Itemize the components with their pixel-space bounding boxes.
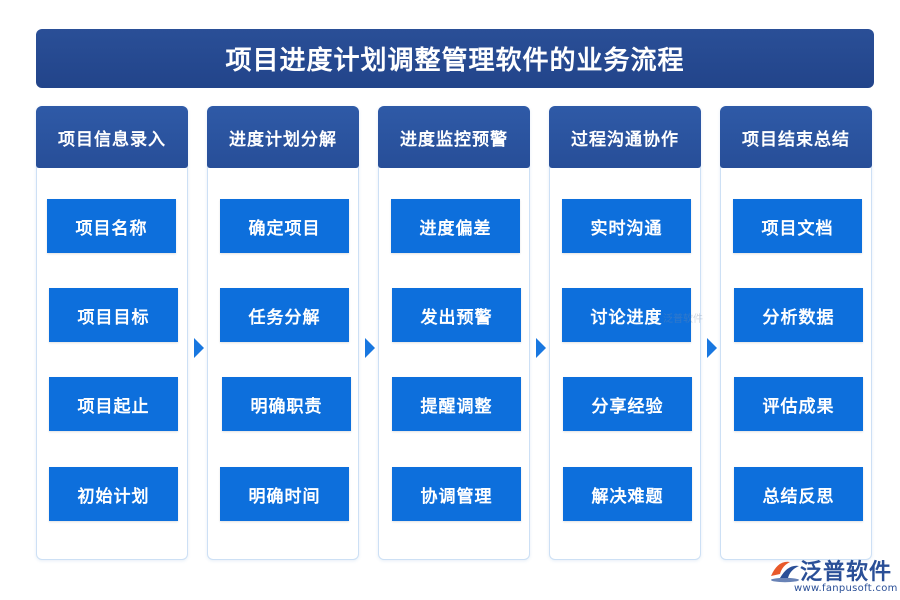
stage-2-step-2: 任务分解 bbox=[220, 288, 349, 342]
fanpu-logo-icon bbox=[771, 561, 799, 583]
stage-1-step-4: 初始计划 bbox=[49, 467, 178, 521]
stage-header-2: 进度计划分解 bbox=[207, 106, 359, 168]
stage-1-step-2: 项目目标 bbox=[49, 288, 178, 342]
flow-arrow-icon bbox=[194, 338, 204, 358]
diagram-title: 项目进度计划调整管理软件的业务流程 bbox=[36, 29, 874, 88]
stage-header-4: 过程沟通协作 bbox=[549, 106, 701, 168]
stage-column-4: 过程沟通协作 实时沟通 讨论进度 分享经验 解决难题 bbox=[549, 106, 701, 560]
stage-2-step-3: 明确职责 bbox=[222, 377, 351, 431]
stage-header-3: 进度监控预警 bbox=[378, 106, 530, 168]
logo-url: www.fanpusoft.com bbox=[794, 583, 898, 594]
brand-logo: 泛普软件 www.fanpusoft.com bbox=[768, 552, 897, 598]
stage-5-step-1: 项目文档 bbox=[733, 199, 862, 253]
watermark: 泛普软件 bbox=[663, 314, 703, 325]
stage-3-step-4: 协调管理 bbox=[392, 467, 521, 521]
flow-arrow-icon bbox=[365, 338, 375, 358]
stage-3-step-2: 发出预警 bbox=[392, 288, 521, 342]
stage-column-2: 进度计划分解 确定项目 任务分解 明确职责 明确时间 bbox=[207, 106, 359, 560]
flow-arrow-icon bbox=[707, 338, 717, 358]
stage-1-step-1: 项目名称 bbox=[47, 199, 176, 253]
stage-2-step-1: 确定项目 bbox=[220, 199, 349, 253]
stage-5-step-4: 总结反思 bbox=[734, 467, 863, 521]
stage-5-step-3: 评估成果 bbox=[734, 377, 863, 431]
logo-name: 泛普软件 bbox=[800, 560, 893, 585]
flow-arrow-icon bbox=[536, 338, 546, 358]
stage-4-step-2: 讨论进度 bbox=[562, 288, 691, 342]
stage-4-step-1: 实时沟通 bbox=[562, 199, 691, 253]
stage-column-5: 项目结束总结 项目文档 分析数据 评估成果 总结反思 bbox=[720, 106, 872, 560]
stage-1-step-3: 项目起止 bbox=[49, 377, 178, 431]
stage-column-1: 项目信息录入 项目名称 项目目标 项目起止 初始计划 bbox=[36, 106, 188, 560]
stage-4-step-3: 分享经验 bbox=[563, 377, 692, 431]
stage-3-step-3: 提醒调整 bbox=[392, 377, 521, 431]
stage-5-step-2: 分析数据 bbox=[734, 288, 863, 342]
stage-4-step-4: 解决难题 bbox=[563, 467, 692, 521]
stage-header-5: 项目结束总结 bbox=[720, 106, 872, 168]
stage-3-step-1: 进度偏差 bbox=[391, 199, 520, 253]
stage-column-3: 进度监控预警 进度偏差 发出预警 提醒调整 协调管理 bbox=[378, 106, 530, 560]
stage-2-step-4: 明确时间 bbox=[220, 467, 349, 521]
stage-header-1: 项目信息录入 bbox=[36, 106, 188, 168]
